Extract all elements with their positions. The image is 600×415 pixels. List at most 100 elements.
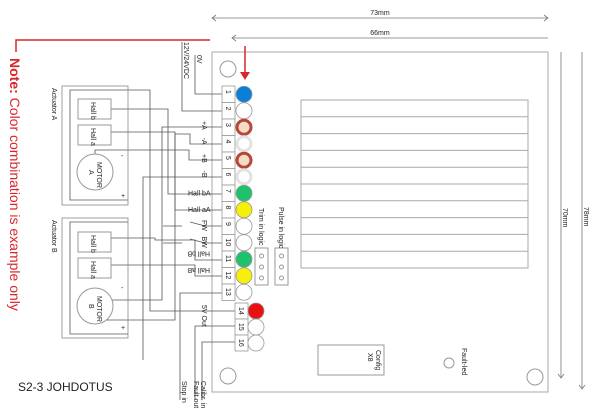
terminal-number: 10 [224, 239, 231, 247]
svg-text:Hall a: Hall a [89, 261, 96, 279]
mounting-hole [526, 368, 544, 386]
terminal-label: +B [200, 154, 207, 163]
terminal-10: 10 BW [200, 234, 253, 252]
motor-a [76, 153, 114, 191]
hall-a-sensor [77, 257, 112, 279]
note-pointer-line [15, 39, 210, 52]
terminal-13: 13 [221, 283, 253, 301]
dimension-label: 73mm [370, 10, 390, 17]
svg-text:MOTOR: MOTOR [95, 296, 102, 322]
wire-color-dot [235, 118, 253, 136]
terminal-number: 7 [224, 189, 231, 193]
mounting-hole [219, 367, 237, 385]
pulse-label: Pulse in logic [277, 207, 284, 249]
svg-text:-: - [121, 285, 124, 292]
terminal-label: Hall bB [187, 249, 210, 256]
terminal-label: Hall bA [188, 190, 211, 197]
dimension-78mm: 78mm [578, 52, 589, 390]
terminal-number: 3 [224, 123, 231, 127]
svg-text:+: + [121, 325, 125, 332]
terminal-12: 12 Hall aB [187, 266, 253, 285]
svg-text:MOTOR: MOTOR [95, 162, 102, 188]
config-connector: Config X8 [317, 344, 385, 376]
terminal-number: 6 [224, 173, 231, 177]
wires [69, 42, 235, 400]
note-arrowhead [240, 72, 250, 80]
diagram-title: S2-3 JOHDOTUS [18, 380, 113, 394]
dimension-66mm: 66mm [231, 28, 548, 42]
pulse-jumper: Pulse in logic [274, 207, 289, 286]
wire-color-dot [235, 201, 253, 219]
dimension-label: 70mm [561, 208, 568, 228]
terminal-label: Hall aB [187, 266, 210, 273]
terminal-2: 2 [221, 102, 253, 120]
terminal-label: FW [200, 220, 207, 231]
svg-text:Hall b: Hall b [89, 235, 96, 253]
calibr-in-label: Calibr. in [199, 381, 206, 408]
fault-out-label: Fault out [192, 381, 199, 408]
terminal-label: Hall aA [188, 207, 211, 214]
wire-color-dot [235, 283, 253, 301]
wire-color-dot [235, 168, 253, 186]
dimension-label: 78mm [582, 207, 589, 227]
svg-text:Actuator A: Actuator A [50, 88, 57, 121]
terminal-3: 3+A [200, 118, 253, 136]
zero-volt-label: 0V [195, 55, 202, 64]
mounting-hole [219, 60, 237, 78]
supply-voltage-label: 12V/24VDC [182, 42, 189, 79]
heatsink [300, 99, 529, 269]
svg-text:Actuator B: Actuator B [50, 220, 57, 253]
svg-text:A: A [87, 170, 94, 175]
terminal-5: 5 +B [200, 151, 253, 169]
stop-in-label: Stop in [180, 381, 187, 403]
terminal-number: 14 [237, 307, 244, 315]
wire-color-dot [247, 318, 265, 336]
terminal-16: 16 [234, 334, 265, 352]
hall-a-sensor [77, 124, 112, 146]
wire-color-dot [235, 151, 253, 169]
terminal-label: -A [200, 138, 207, 145]
terminal-number: 5 [224, 156, 231, 160]
svg-text:X8: X8 [366, 353, 373, 362]
terminal-6: 6 -B [200, 168, 253, 186]
wire-color-dot [235, 135, 253, 153]
terminal-number: 9 [224, 222, 231, 226]
dimension-70mm: 70mm [557, 52, 568, 379]
svg-text:Config: Config [374, 350, 381, 370]
terminal-1: 1 [221, 85, 253, 103]
terminal-15: 15 [234, 318, 265, 336]
svg-text:Fault-led: Fault-led [460, 348, 467, 375]
terminal-number: 12 [224, 272, 231, 280]
wire-color-dot [235, 184, 253, 202]
wire-color-dot [235, 217, 253, 235]
svg-text:-: - [121, 153, 124, 160]
motor-b [76, 287, 114, 325]
terminal-number: 13 [224, 288, 231, 296]
hall-b-sensor [77, 231, 112, 253]
terminal-label: 5V Out [200, 305, 207, 327]
terminal-4: 4 -A [200, 135, 253, 153]
terminal-number: 16 [237, 339, 244, 347]
terminal-label: BW [200, 237, 207, 249]
fault-led: Fault-led [443, 348, 467, 375]
wire-color-dot [235, 250, 253, 268]
terminal-number: 8 [224, 206, 231, 210]
dimension-label: 66mm [370, 30, 390, 37]
terminal-number: 15 [237, 323, 244, 331]
note-text: Note: Color combination is example only [7, 58, 23, 311]
terminal-number: 4 [224, 140, 231, 144]
actuator-a: Actuator A Hall b Hall a MOTOR A - + [50, 85, 129, 206]
wire-color-dot [235, 267, 253, 285]
wire-color-dot [235, 85, 253, 103]
wire-color-dot [247, 334, 265, 352]
terminal-7: 7 Hall bA [188, 184, 253, 202]
terminal-label: -B [200, 171, 207, 178]
svg-text:+: + [121, 193, 125, 200]
svg-text:Hall b: Hall b [89, 102, 96, 120]
wire-color-dot [247, 302, 265, 320]
terminal-9: 9 FW [200, 217, 253, 235]
hall-b-sensor [77, 98, 112, 120]
terminal-number: 2 [224, 107, 231, 111]
